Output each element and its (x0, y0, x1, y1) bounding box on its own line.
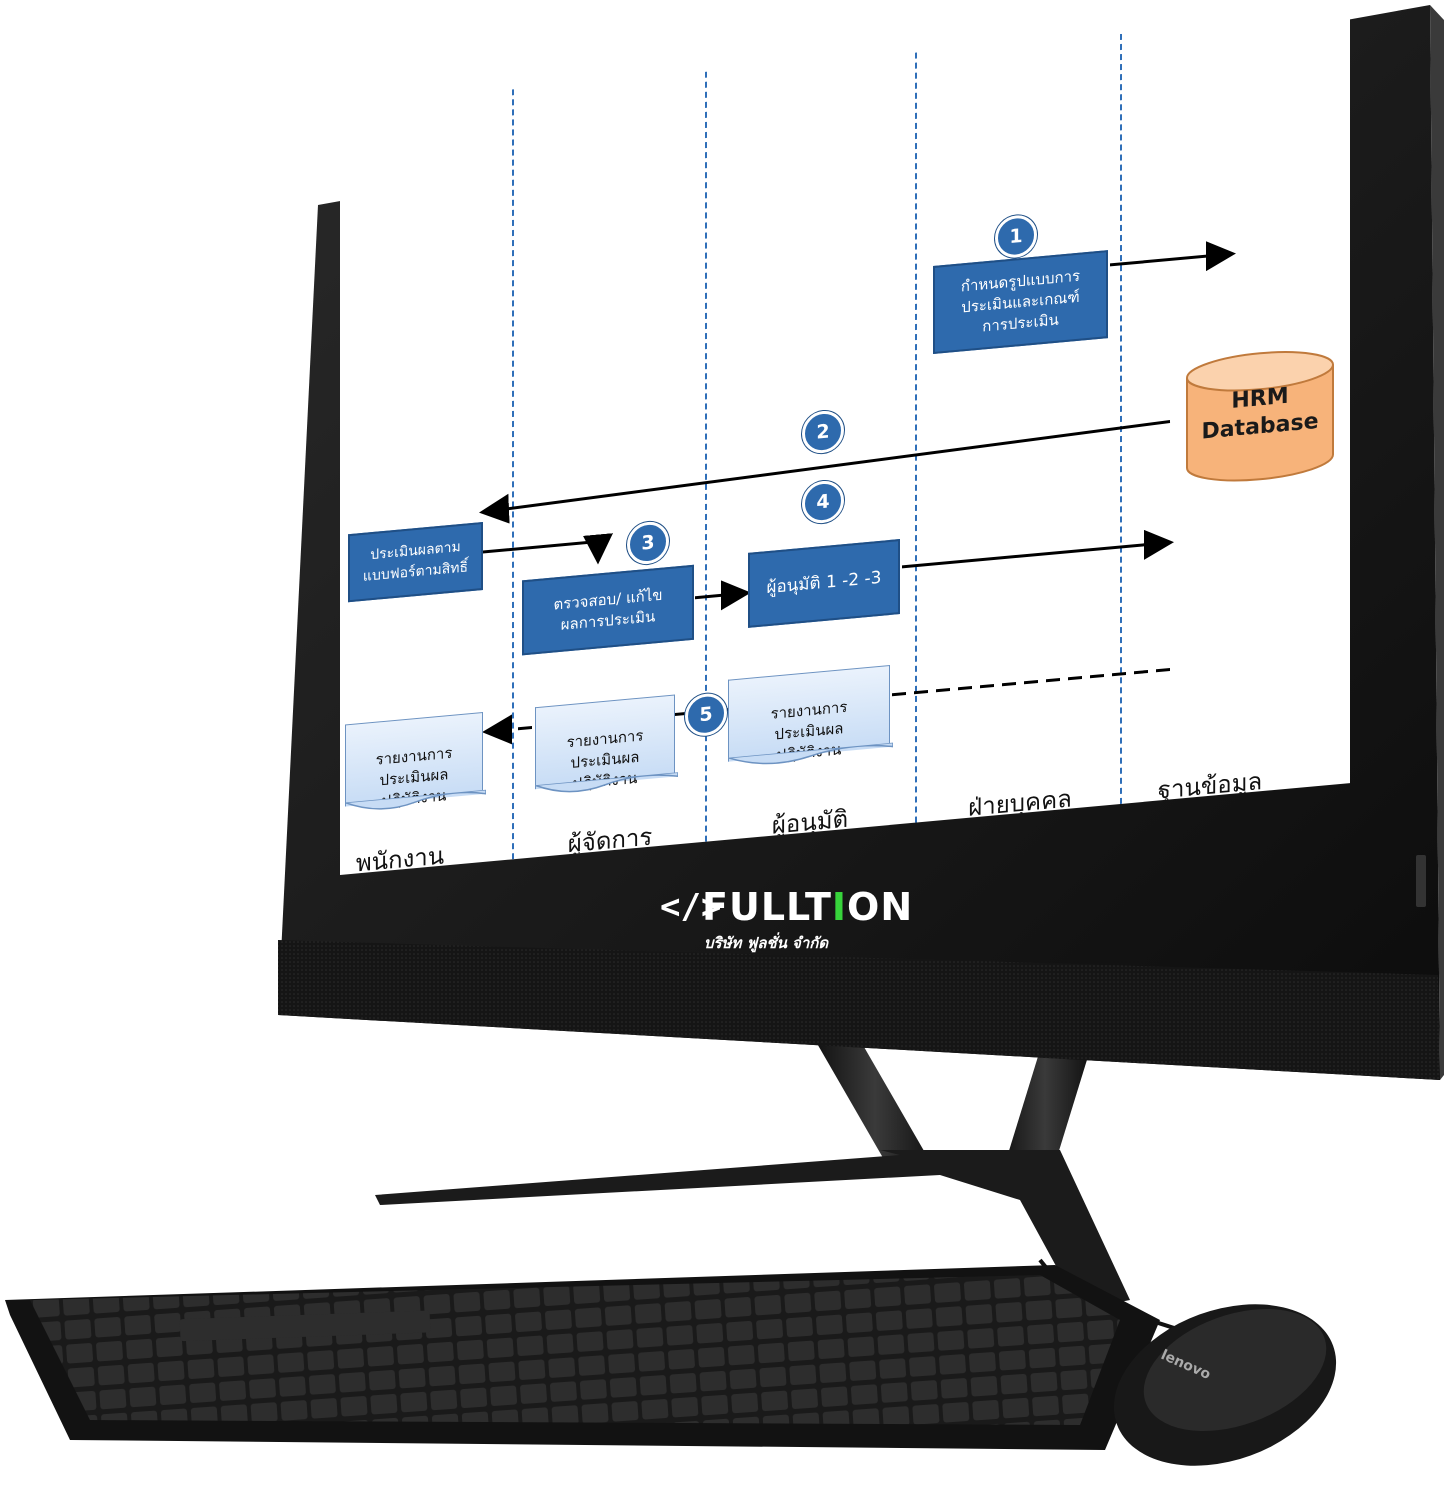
mouse: lenovo (1113, 1304, 1337, 1466)
report-document-approver: รายงานการ ประเมินผล ปฏิบัติงาน (727, 664, 893, 765)
keyboard (5, 1265, 1160, 1450)
report-document-employee: รายงานการ ประเมินผล ปฏิบัติงาน (344, 711, 486, 810)
arrow-db-to-employee (479, 419, 1171, 524)
screen-swimlane-diagram: 1 กำหนดรูปแบบการ ประเมินและเกณฑ์ การประเ… (340, 13, 1350, 875)
arrow-approver-to-db (902, 529, 1174, 569)
logo-brand-accent: I (831, 885, 848, 929)
report-document-manager: รายงานการ ประเมินผล ปฏิบัติงาน (534, 694, 678, 793)
code-bracket-icon: </> (660, 887, 722, 927)
side-port (1416, 855, 1426, 907)
fulltion-logo: </> FULLTION บริษัท ฟูลชั่น จำกัด (660, 885, 912, 952)
arrow-step1-to-db (1110, 241, 1236, 272)
logo-tagline: บริษัท ฟูลชั่น จำกัด (704, 934, 829, 952)
arrow-manager-to-approver (695, 580, 751, 611)
step1-define-criteria-box: กำหนดรูปแบบการ ประเมินและเกณฑ์ การประเมิ… (933, 250, 1108, 355)
logo-brand-text: FULLTION (702, 885, 913, 929)
step3-review-edit-box: ตรวจสอบ/ แก้ไข ผลการประเมิน (522, 564, 694, 656)
employee-evaluate-box: ประเมินผลตาม แบบฟอร์ตามสิทธิ์ (348, 521, 483, 603)
hrm-database-cylinder: HRM Database (1185, 344, 1335, 488)
logo-brand-part: FULLT (702, 885, 832, 929)
arrow-employee-to-manager (480, 533, 613, 565)
logo-brand-part: ON (847, 885, 914, 929)
step4-approvers-box: ผู้อนุมัติ 1 -2 -3 (748, 539, 900, 628)
